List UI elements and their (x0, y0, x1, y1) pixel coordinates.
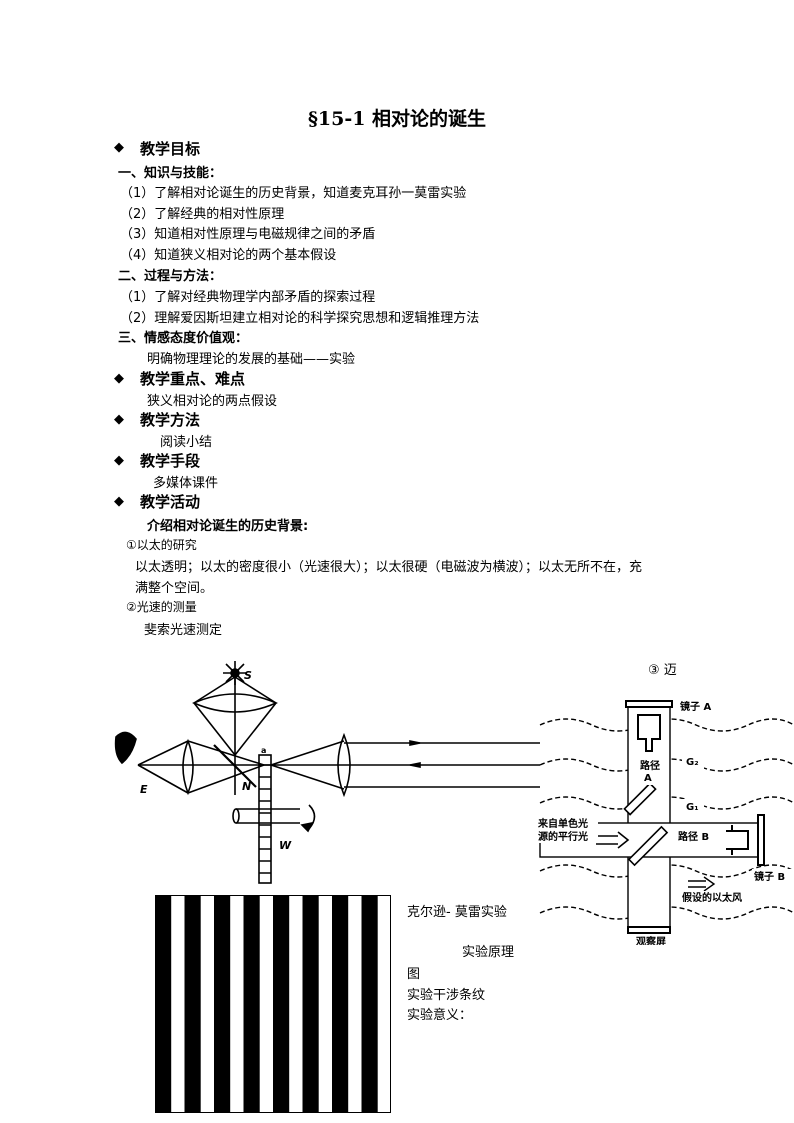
focus-text: 狭义相对论的两点假设 (147, 394, 278, 409)
axle (236, 808, 300, 824)
mirror-b (757, 814, 765, 866)
ether-text-cont: 满整个空间。 (135, 581, 214, 596)
list-item: （1）了解对经典物理学内部矛盾的探索过程 (120, 290, 376, 305)
caption-michelson: 克尔逊- 莫雷实验 (407, 905, 507, 920)
bullet-diamond-icon: ◆ (114, 494, 124, 509)
label-source-1: 来自单色光 (537, 817, 588, 830)
means-text: 多媒体课件 (153, 476, 219, 491)
heading-means: 教学手段 (140, 452, 201, 470)
label-g1: G₁ (686, 802, 699, 813)
emotion-text: 明确物理理论的发展的基础——实验 (147, 352, 356, 367)
label-e: E (140, 783, 148, 796)
label-n: N (242, 780, 251, 793)
ether-wind-arrow-icon (688, 876, 716, 892)
path-a-arrow-icon (637, 714, 661, 752)
heading-focus: 教学重点、难点 (140, 370, 246, 388)
fringe-bar (243, 895, 260, 1113)
label-s: S (244, 669, 252, 682)
label-mirror-b: 镜子 B (754, 870, 785, 883)
label-screen: 观察屏 (636, 935, 666, 945)
fringe-bar (361, 895, 378, 1113)
page-title: §15-1 相对论的诞生 (307, 108, 487, 130)
interference-fringes (155, 895, 391, 1113)
caption-figure: 图 (407, 967, 421, 982)
heading-process: 二、过程与方法： (118, 269, 223, 284)
heading-method: 教学方法 (140, 411, 201, 429)
list-item: （1）了解相对论诞生的历史背景，知道麦克耳孙一莫雷实验 (120, 186, 467, 201)
michelson-diagram: 镜子 A 路径 A G₂ G₁ 来自单色光 源的平行光 路径 B 镜子 B 假设… (536, 699, 794, 945)
fringe-bar (214, 895, 231, 1113)
caption-principle: 实验原理 (462, 945, 515, 960)
list-item: （3）知道相对性原理与电磁规律之间的矛盾 (120, 227, 376, 242)
heading-goals: 教学目标 (140, 140, 201, 158)
mm-heading: ③ 迈 (648, 663, 677, 678)
bullet-diamond-icon: ◆ (114, 371, 124, 386)
lens-left (182, 738, 194, 796)
heading-emotion: 三、情感态度价值观： (118, 331, 249, 346)
fringe-bar (332, 895, 349, 1113)
label-ether-wind: 假设的以太风 (682, 891, 742, 904)
method-text: 阅读小结 (160, 435, 213, 450)
ether-wave (539, 718, 794, 732)
light-source-icon (223, 661, 247, 685)
caption-significance: 实验意义： (407, 1008, 473, 1023)
path-b-arrow-icon (726, 825, 749, 855)
ether-text: 以太透明；以太的密度很小（光速很大）；以太很硬（电磁波为横波）；以太无所不在，充 (135, 560, 643, 575)
fringe-bar (184, 895, 201, 1113)
lens-right (337, 732, 351, 798)
label-path-a: 路径 (640, 759, 660, 772)
label-path-b: 路径 B (678, 830, 709, 843)
ether-heading: ①以太的研究 (126, 538, 197, 552)
bullet-diamond-icon: ◆ (114, 412, 124, 427)
caption-fringes: 实验干涉条纹 (407, 988, 486, 1003)
eye-icon (114, 731, 137, 765)
plate-g2 (623, 782, 657, 816)
observation-screen (627, 926, 671, 934)
heading-activity: 教学活动 (140, 493, 201, 511)
vertical-arm (627, 704, 671, 932)
plate-g1 (627, 825, 669, 867)
label-a: a (261, 746, 266, 755)
label-path-a2: A (644, 773, 652, 784)
fringe-bar (302, 895, 319, 1113)
light-speed-heading: ②光速的测量 (126, 600, 197, 614)
toothed-wheel (258, 754, 272, 884)
label-source-2: 源的平行光 (538, 830, 588, 843)
fringe-bar (273, 895, 290, 1113)
label-w: W (279, 839, 292, 852)
activity-subheading: 介绍相对论诞生的历史背景: (147, 519, 309, 534)
heading-knowledge: 一、知识与技能： (118, 166, 223, 181)
label-mirror-a: 镜子 A (680, 700, 711, 713)
list-item: （2）了解经典的相对性原理 (120, 207, 285, 222)
list-item: （4）知道狭义相对论的两个基本假设 (120, 248, 337, 263)
fizeau-text: 斐索光速测定 (144, 623, 223, 638)
incoming-light-arrow-icon (596, 831, 630, 849)
bullet-diamond-icon: ◆ (114, 453, 124, 468)
bullet-diamond-icon: ◆ (114, 140, 124, 155)
mirror-a (625, 700, 673, 708)
fizeau-diagram: S E N W a (114, 661, 540, 884)
fringe-bar (155, 895, 172, 1113)
list-item: （2）理解爱因斯坦建立相对论的科学探究思想和逻辑推理方法 (120, 311, 480, 326)
label-g2: G₂ (686, 757, 699, 768)
